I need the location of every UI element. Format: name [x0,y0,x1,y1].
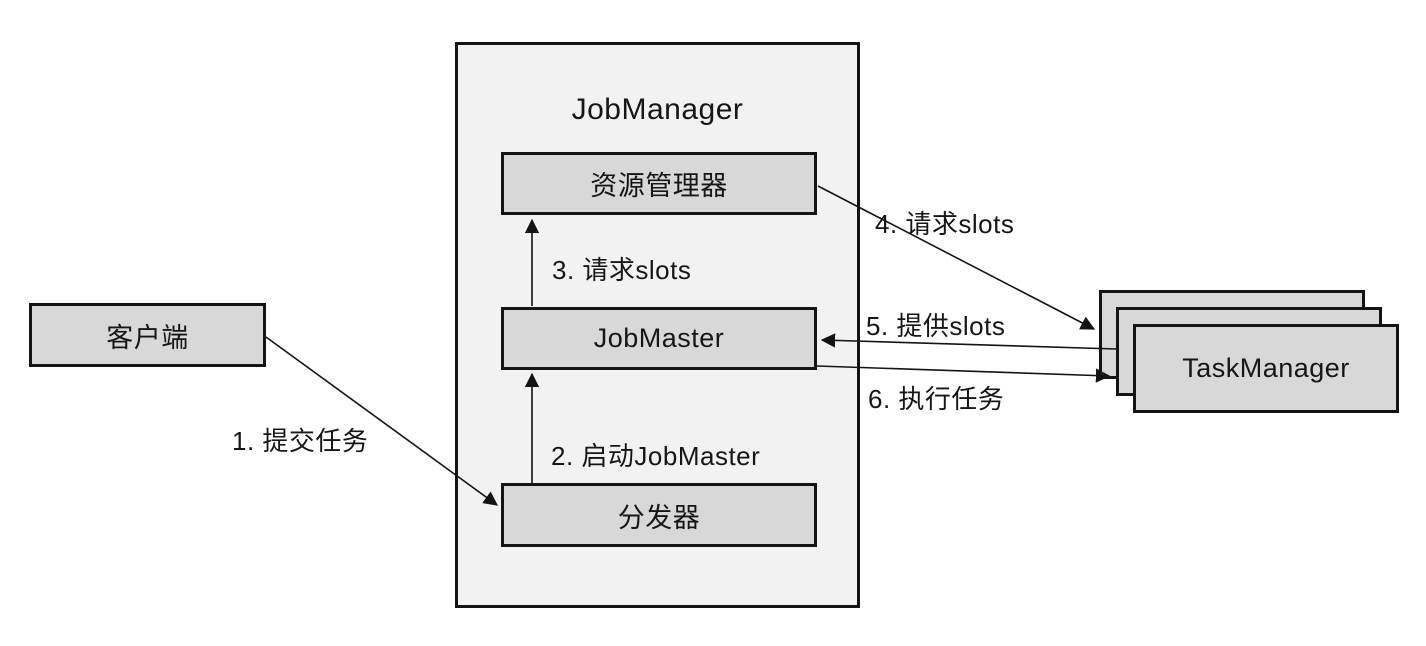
job-master-label: JobMaster [593,323,725,353]
jobmanager-title: JobManager [571,93,744,126]
client-label: 客户端 [106,322,189,353]
edge-6-label: 6. 执行任务 [868,384,1005,414]
job-master-node: JobMaster [501,307,817,370]
resource-manager-label: 资源管理器 [590,171,728,201]
dispatcher-label: 分发器 [617,502,701,533]
taskmanager-label: TaskManager [1182,353,1350,383]
taskmanager-node-front: TaskManager [1133,324,1399,413]
resource-manager-node: 资源管理器 [501,152,817,215]
edge-4-label: 4. 请求slots [875,209,1015,239]
dispatcher-node: 分发器 [501,483,817,547]
edge-5-label: 5. 提供slots [866,311,1006,341]
edge-1-label: 1. 提交任务 [232,426,369,456]
client-node: 客户端 [29,303,266,367]
arrow-6-execute-tasks [816,365,1111,383]
edge-3-label: 3. 请求slots [552,255,692,285]
edge-2-label: 2. 启动JobMaster [551,441,761,471]
